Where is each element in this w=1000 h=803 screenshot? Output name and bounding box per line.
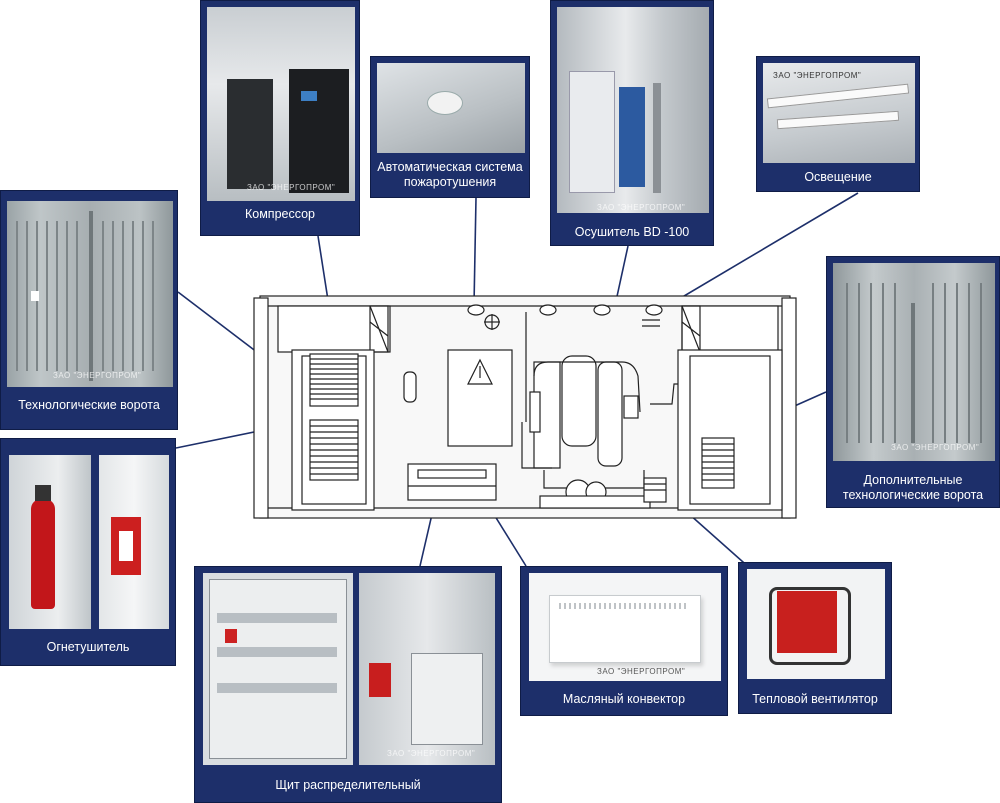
card-convector: ЗАО "ЭНЕРГОПРОМ" Масляный конвектор xyxy=(520,566,728,716)
leader-tech-gate xyxy=(177,291,263,357)
tech-gate-photo: ЗАО "ЭНЕРГОПРОМ" xyxy=(7,201,173,387)
compressor-grille xyxy=(309,353,359,481)
card-extinguisher: Огнетушитель xyxy=(0,438,176,666)
panel-watermark: ЗАО "ЭНЕРГОПРОМ" xyxy=(387,749,476,758)
lighting-watermark: ЗАО "ЭНЕРГОПРОМ" xyxy=(773,71,862,80)
panel-photo-1 xyxy=(203,573,353,765)
heater-fan-photo xyxy=(747,569,885,679)
tech-gate-watermark: ЗАО "ЭНЕРГОПРОМ" xyxy=(53,371,142,380)
container-scheme xyxy=(253,295,797,519)
extra-door-image xyxy=(846,283,982,443)
card-panel: ЗАО "ЭНЕРГОПРОМ" Щит распределительный xyxy=(194,566,502,803)
tech-gate-caption: Технологические ворота xyxy=(18,398,160,412)
extra-gate-caption: Дополнительные технологические ворота xyxy=(842,473,984,502)
dryer-watermark: ЗАО "ЭНЕРГОПРОМ" xyxy=(597,203,686,212)
lighting-caption: Освещение xyxy=(804,170,872,184)
extra-gate-watermark: ЗАО "ЭНЕРГОПРОМ" xyxy=(891,443,980,452)
fire-system-caption: Автоматическая система пожаротушения xyxy=(377,160,523,189)
convector-watermark: ЗАО "ЭНЕРГОПРОМ" xyxy=(597,667,686,676)
extra-gate-photo: ЗАО "ЭНЕРГОПРОМ" xyxy=(833,263,995,461)
leader-lighting xyxy=(651,192,859,316)
compressor-photo: ЗАО "ЭНЕРГОПРОМ" xyxy=(207,7,355,201)
card-lighting: ЗАО "ЭНЕРГОПРОМ" Освещение xyxy=(756,56,920,192)
panel-drawing xyxy=(447,349,513,447)
extinguisher-drawing xyxy=(403,371,417,403)
leader-fire-system xyxy=(473,197,477,306)
card-dryer: ЗАО "ЭНЕРГОПРОМ" Осушитель BD -100 xyxy=(550,0,714,246)
dryer-photo: ЗАО "ЭНЕРГОПРОМ" xyxy=(557,7,709,213)
card-compressor: ЗАО "ЭНЕРГОПРОМ" Компрессор xyxy=(200,0,360,236)
convector-photo: ЗАО "ЭНЕРГОПРОМ" xyxy=(529,573,721,681)
panel-photo-2: ЗАО "ЭНЕРГОПРОМ" xyxy=(359,573,495,765)
dryer-caption: Осушитель BD -100 xyxy=(574,225,690,239)
extinguisher-photo-2 xyxy=(99,455,169,629)
convector-caption: Масляный конвектор xyxy=(562,692,686,706)
lighting-photo: ЗАО "ЭНЕРГОПРОМ" xyxy=(763,63,915,163)
dryer-drawing xyxy=(521,355,651,509)
card-heater-fan: Тепловой вентилятор xyxy=(738,562,892,714)
card-extra-gate: ЗАО "ЭНЕРГОПРОМ" Дополнительные технолог… xyxy=(826,256,1000,508)
extinguisher-caption: Огнетушитель xyxy=(46,640,130,654)
convector-drawing xyxy=(407,463,497,501)
compressor-caption: Компрессор xyxy=(244,207,316,221)
container-door-image xyxy=(16,211,154,381)
card-tech-gate: ЗАО "ЭНЕРГОПРОМ" Технологические ворота xyxy=(0,190,178,430)
fire-system-photo xyxy=(377,63,525,153)
panel-caption: Щит распределительный xyxy=(275,778,421,792)
heater-fan-caption: Тепловой вентилятор xyxy=(752,692,878,706)
card-fire-system: Автоматическая система пожаротушения xyxy=(370,56,530,198)
compressor-watermark: ЗАО "ЭНЕРГОПРОМ" xyxy=(247,183,336,192)
extinguisher-photo-1 xyxy=(9,455,91,629)
